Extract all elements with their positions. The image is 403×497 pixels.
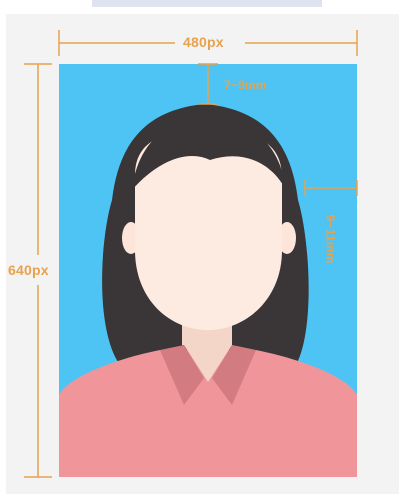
side-margin-label: 9~11mm <box>323 215 337 264</box>
width-label: 480px <box>183 34 224 50</box>
top-margin-label: 7~9mm <box>224 78 267 92</box>
height-label: 640px <box>8 262 49 278</box>
